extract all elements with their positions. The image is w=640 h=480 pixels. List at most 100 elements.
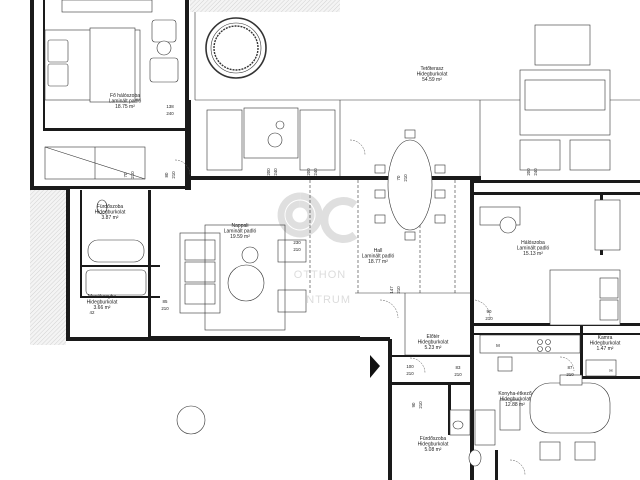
room-bath2-area: 5.08 m² (425, 447, 442, 453)
furniture (44, 0, 621, 467)
hatch-top (190, 0, 340, 12)
room-pantry-area: 1.47 m² (597, 346, 614, 352)
dim-w: 70 (396, 175, 401, 180)
room-entry-floor: Hidegburkolat (418, 340, 449, 346)
dim-h: 210 (566, 372, 574, 377)
dim-h: 240 (273, 168, 278, 176)
room-master-floor: Laminált padló (109, 99, 142, 105)
room-hall-area: 18.77 m² (368, 259, 388, 265)
room-terrace-area: 54.59 m² (422, 77, 442, 83)
room-living-area: 19.59 m² (230, 234, 250, 240)
dim-h: 240 (166, 111, 174, 116)
dim-w: 83 (456, 365, 461, 370)
room-laundry-area: 3.66 m² (94, 305, 111, 311)
room-bedroom-floor: Laminált padló (517, 246, 550, 252)
dim-h: 210 (454, 372, 462, 377)
room-hall-name: Hall (374, 248, 383, 254)
dim-w: 87 (568, 365, 573, 370)
dim-h: 240 (533, 168, 538, 176)
hatch-left (30, 190, 66, 345)
dim-h: 210 (485, 316, 493, 321)
dim-h: 210 (406, 371, 414, 376)
room-entry-area: 5.23 m² (425, 345, 442, 351)
dim-h: 210 (161, 306, 169, 311)
room-bedroom-name: Hálószoba (521, 240, 545, 246)
room-bath1-name: Fürdőszoba (97, 204, 124, 210)
room-terrace-name: Tetőterasz (420, 66, 444, 72)
dim-w: 100 (406, 364, 414, 369)
room-terrace-floor: Hidegburkolat (417, 72, 448, 78)
dim-w: 200 (306, 168, 311, 176)
room-entry-name: Előtér (426, 334, 439, 340)
room-bath1-floor: Hidegburkolat (95, 210, 126, 216)
room-pantry-name: Kamra (598, 335, 613, 341)
dim-w: 90 (411, 402, 416, 407)
room-living-floor: Laminált padló (224, 229, 257, 235)
room-laundry-name: Mosókonyha (88, 294, 117, 300)
dim-h: 240 (313, 168, 318, 176)
dim-w: 200 (266, 168, 271, 176)
room-bath2-name: Fürdőszoba (420, 436, 447, 442)
dim-w: 85 (163, 299, 168, 304)
room-kitchen-floor: Hidegburkolat (500, 397, 531, 403)
room-living-name: Nappali (232, 223, 249, 229)
room-pantry-floor: Hidegburkolat (590, 341, 621, 347)
dim-h: 210 (171, 171, 176, 179)
room-hall-floor: Laminált padló (362, 254, 395, 260)
room-bath1-area: 3.87 m² (102, 215, 119, 221)
dim-h: 210 (418, 401, 423, 409)
room-kitchen-area: 12.88 m² (505, 402, 525, 408)
dim-w: 138 (166, 104, 174, 109)
dim-w: 147 (389, 286, 394, 294)
dim-w: 80 (164, 172, 169, 177)
dim-h: 210 (403, 174, 408, 182)
dim-w: 90 (487, 309, 492, 314)
dim-w: 70 (123, 172, 128, 177)
door-swings (174, 139, 575, 476)
dim-w: 230 (293, 240, 301, 245)
room-master-area: 18.75 m² (115, 104, 135, 110)
room-bath2-floor: Hidegburkolat (418, 442, 449, 448)
dim-w: 200 (526, 168, 531, 176)
oven-symbol: M (496, 343, 500, 348)
room-bedroom-area: 15.13 m² (523, 251, 543, 257)
walls (30, 0, 640, 480)
room-kitchen-name: Konyha-étkező (498, 391, 532, 397)
room-laundry-floor: Hidegburkolat (87, 300, 118, 306)
dim-h: 210 (396, 286, 401, 294)
dining-chairs (374, 129, 446, 241)
fridge-symbol: H (609, 368, 612, 373)
dim-w: 42 (90, 310, 95, 315)
dim-h: 210 (130, 171, 135, 179)
entry-arrow (370, 355, 380, 378)
watermark-line1: OTTHON (294, 269, 346, 281)
dim-h: 210 (293, 247, 301, 252)
room-master-name: Fő hálószoba (110, 93, 140, 99)
